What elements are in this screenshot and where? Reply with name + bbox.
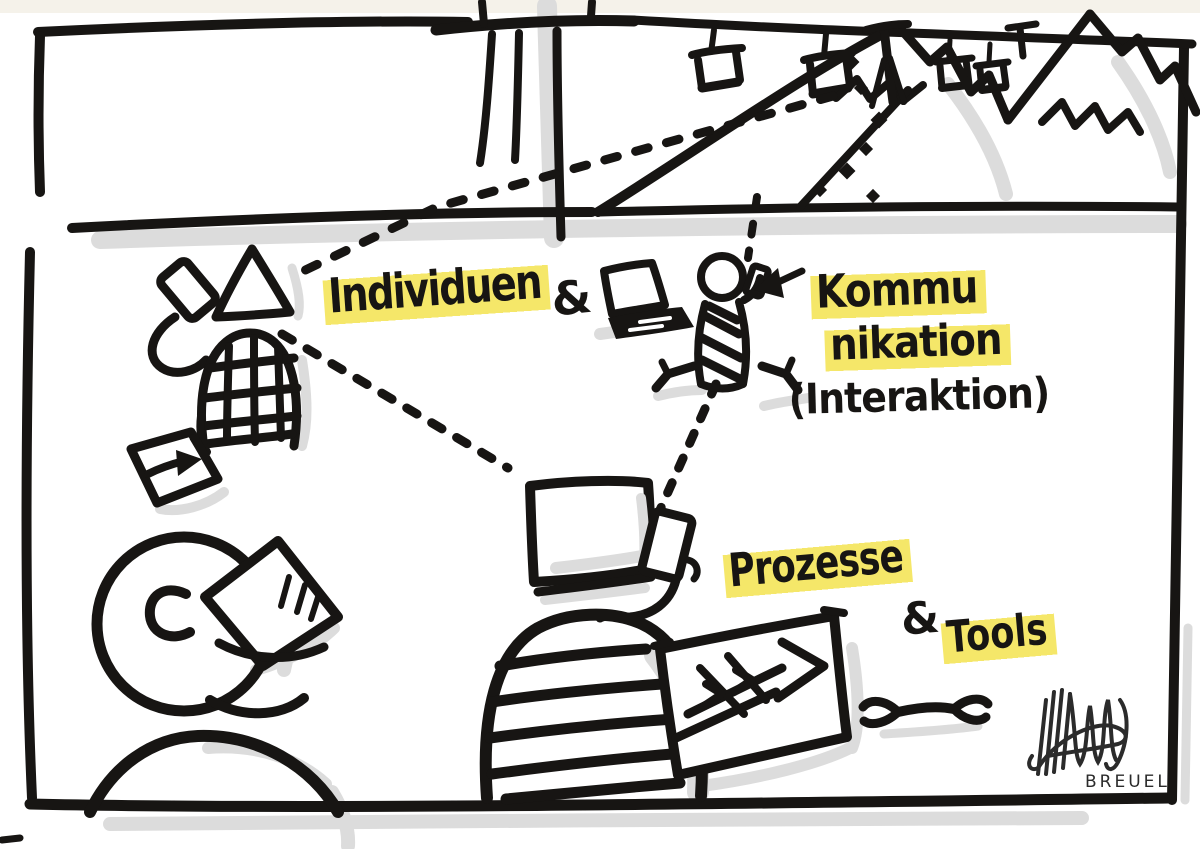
signature-scribble-icon (1027, 688, 1129, 776)
dotted-connector-line (277, 91, 838, 533)
label-ampersand-bottom: & (898, 591, 942, 646)
message-arrow-icon (651, 267, 806, 395)
arrow-card-icon (126, 427, 223, 508)
label-ampersand-top: & (548, 268, 595, 327)
plaid-shirt-icon (197, 328, 302, 453)
striped-tie-body (694, 298, 751, 393)
process-arrows-board-icon (650, 606, 852, 780)
highlighted-text: nikation (823, 313, 1012, 373)
label-nikation: nikation (823, 313, 1012, 373)
triangle-head-person-icon (126, 244, 302, 508)
phone-card-icon (200, 536, 343, 671)
highlighted-text: Tools (939, 603, 1058, 666)
label-interaktion: (Interaktion) (787, 368, 1050, 424)
label-kommu: Kommu (809, 258, 987, 321)
label-individuen: Individuen (321, 253, 551, 327)
paper-edge (0, 0, 1200, 13)
tree-diamond-icon (812, 53, 888, 204)
signature-name: BREUEL (1085, 772, 1170, 792)
wrench-icon (858, 694, 993, 729)
raised-phone-icon (637, 506, 697, 584)
smartphone-icon (156, 257, 220, 323)
frame-border (0, 16, 1189, 844)
lift-pylon-icon (862, 20, 1040, 109)
label-tools: Tools (939, 603, 1058, 666)
back-of-head-person-icon (84, 531, 344, 818)
mountains-icon (593, 9, 1200, 217)
ear-icon (144, 585, 195, 642)
highlighted-text: Kommu (809, 258, 987, 321)
tie-person-icon (694, 252, 772, 393)
laptop-icon (600, 259, 694, 339)
